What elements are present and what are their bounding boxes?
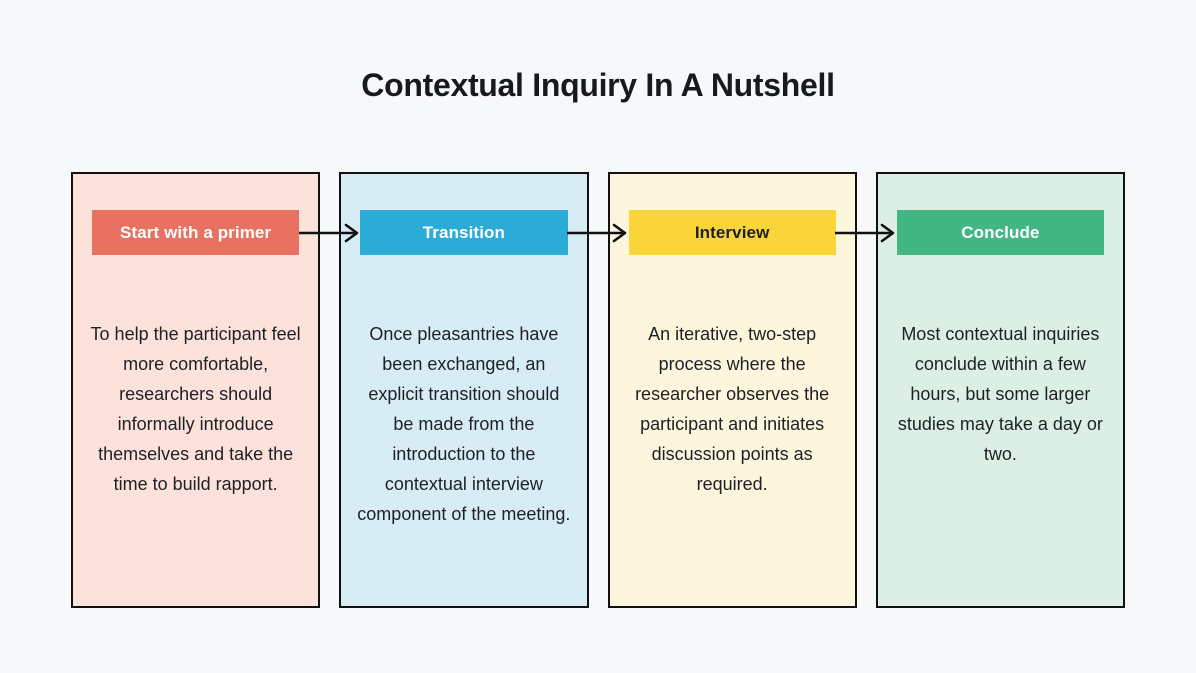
step-description: To help the participant feel more comfor…: [90, 324, 301, 494]
right-arrow-icon: [567, 223, 627, 243]
step-description: Most contextual inquiries conclude withi…: [897, 324, 1103, 464]
step-badge-interview: Interview: [628, 210, 836, 255]
step-description: Once pleasantries have been exchanged, a…: [357, 324, 571, 524]
step-description: An iterative, two-step process where the…: [635, 324, 830, 494]
steps-row: Start with a primer To help the particip…: [71, 172, 1125, 608]
step-badge-conclude: Conclude: [896, 210, 1104, 255]
right-arrow-icon: [835, 223, 895, 243]
right-arrow-icon: [299, 223, 359, 243]
step-badge-transition: Transition: [360, 210, 568, 255]
page-title: Contextual Inquiry In A Nutshell: [361, 67, 835, 103]
step-card-interview: Interview An iterative, two-step process…: [607, 172, 857, 608]
step-badge-start-with-a-primer: Start with a primer: [92, 210, 300, 255]
step-card-transition: Transition Once pleasantries have been e…: [339, 172, 589, 608]
step-card-conclude: Conclude Most contextual inquiries concl…: [875, 172, 1125, 608]
step-card-start-with-a-primer: Start with a primer To help the particip…: [71, 172, 321, 608]
